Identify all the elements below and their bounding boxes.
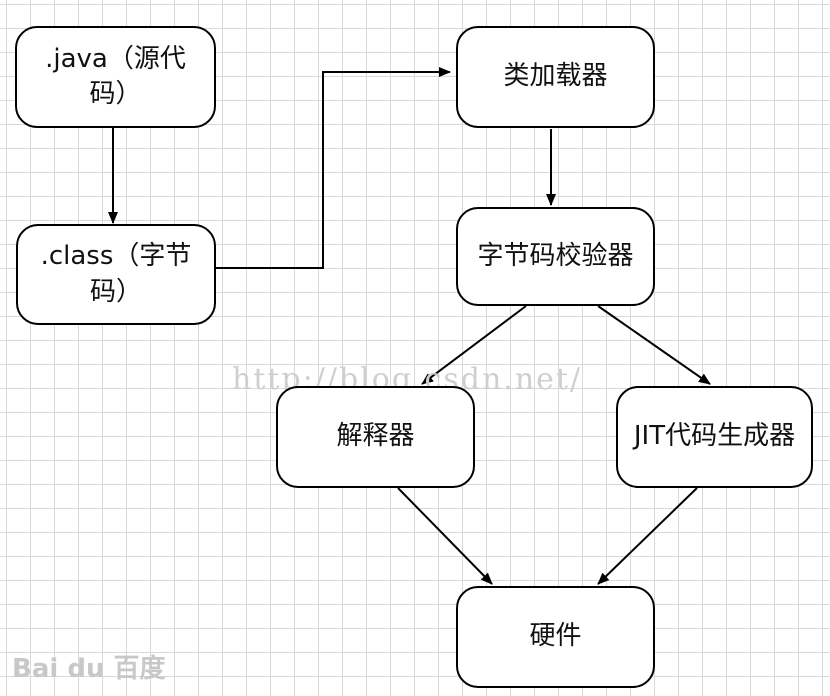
hardware-node: 硬件	[456, 586, 655, 688]
arrow-verifier-to-interpreter	[421, 305, 527, 385]
class-bytecode-node: .class（字节码）	[16, 224, 216, 325]
bytecode-verifier-node: 字节码校验器	[456, 207, 655, 306]
arrow-jit-to-hardware	[597, 487, 698, 585]
java-source-node: .java（源代码）	[15, 26, 216, 128]
baidu-watermark: Bai du 百度	[12, 654, 166, 684]
java-source-label: .java（源代码）	[45, 43, 186, 109]
arrow-interpreter-to-hardware	[397, 487, 493, 585]
bytecode-verifier-label: 字节码校验器	[477, 240, 634, 271]
hardware-label: 硬件	[529, 621, 582, 652]
arrow-class-to-loader	[216, 67, 451, 269]
class-loader-node: 类加载器	[456, 26, 655, 128]
interpreter-node: 解释器	[276, 386, 475, 488]
jit-generator-node: JIT代码生成器	[616, 386, 813, 488]
class-loader-label: 类加载器	[503, 61, 608, 92]
jit-generator-label: JIT代码生成器	[633, 421, 796, 452]
arrow-verifier-to-jit	[597, 305, 711, 385]
interpreter-label: 解释器	[336, 421, 415, 452]
class-bytecode-label: .class（字节码）	[40, 241, 192, 307]
